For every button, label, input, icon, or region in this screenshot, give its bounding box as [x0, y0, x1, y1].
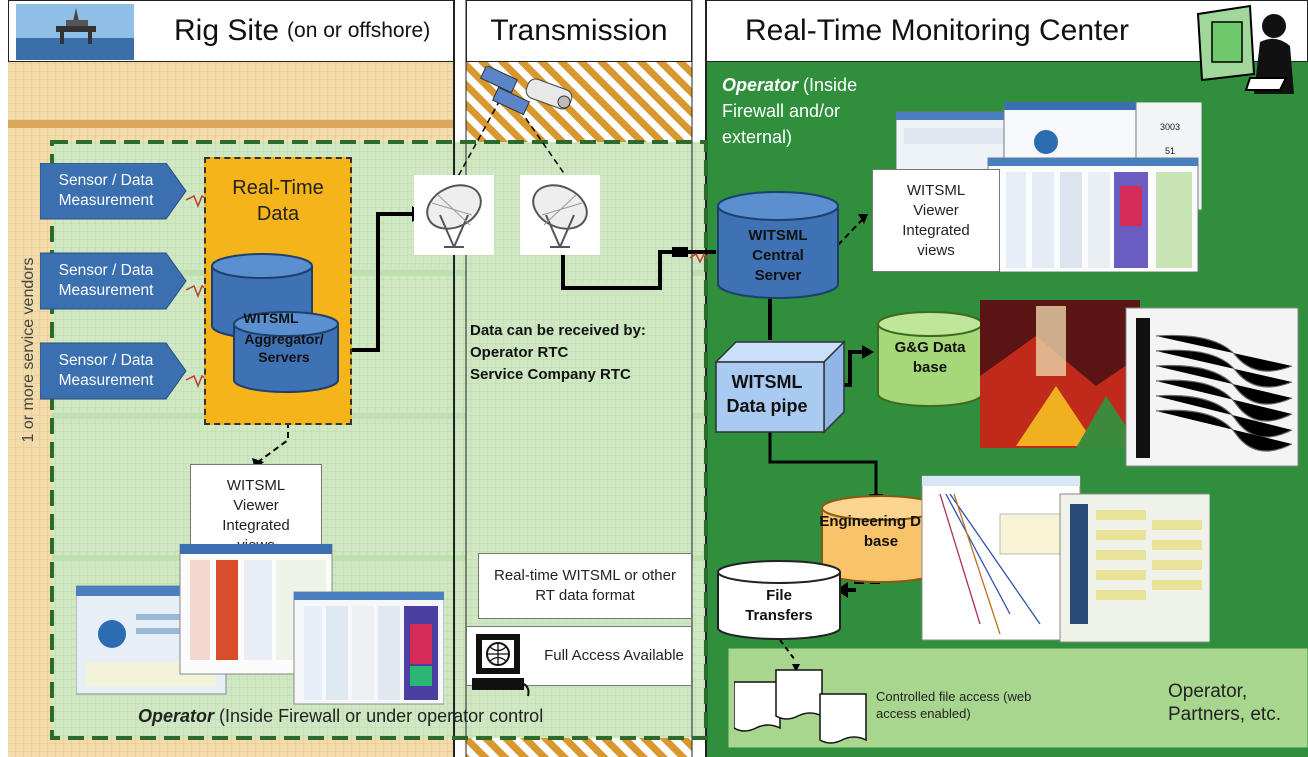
sensor-shape-3	[40, 342, 187, 400]
file-transfers-database	[717, 560, 841, 640]
data-pipe-label: WITSML Data pipe	[726, 372, 808, 416]
rig-operator-caption: Operator (Inside Firewall or under opera…	[138, 706, 543, 727]
analyst-at-computer-icon	[1190, 4, 1302, 102]
gg-database	[877, 311, 983, 407]
gg-db-label: G&G Data base	[894, 339, 966, 376]
sensor-shape-2	[40, 252, 187, 310]
rig-operator-sub: (Inside Firewall or under operator contr…	[219, 706, 544, 726]
partners-label: Operator, Partners, etc.	[1168, 681, 1281, 725]
rtc-operator-sub-3: external)	[722, 127, 793, 147]
rtc-operator-sub-2: Firewall and/or	[722, 101, 841, 121]
rig-site-title: Rig Site	[174, 14, 280, 47]
sensor-measurement-1: Sensor / Data Measurement	[42, 163, 170, 219]
receive-title: Data can be received by:	[470, 322, 646, 339]
sensor-shape-1	[40, 163, 187, 220]
central-server-label: WITSML Central Server	[748, 227, 808, 284]
sensor-label-2: Sensor / Data Measurement	[58, 262, 154, 299]
satellite-icon	[479, 66, 573, 116]
rtc-operator-sub-1: (Inside	[803, 75, 858, 95]
seismic-images	[980, 300, 1299, 467]
sensor-measurement-2: Sensor / Data Measurement	[42, 253, 170, 309]
data-pipe-box	[714, 340, 846, 434]
rtc-operator-label: Operator	[722, 75, 799, 95]
controlled-access-label: Controlled file access (web access enabl…	[876, 689, 1032, 721]
aggregator-db-bottom-label: Aggregator/ Servers	[244, 331, 324, 365]
rtc-viewer-box: WITSML Viewer Integrated views	[872, 169, 1000, 272]
rtc-operator-caption: Operator (Inside Firewall and/or externa…	[722, 72, 892, 150]
rt-format-label: Real-time WITSML or other RT data format	[494, 567, 676, 604]
rig-site-subtitle: (on or offshore)	[287, 19, 431, 42]
satellite-dish-left-icon	[414, 175, 494, 255]
realtime-data-label: Real-Time Data	[232, 177, 324, 225]
rtc-dashboard-screenshots: 3003 51 55 163	[896, 102, 1202, 272]
globe-computer-icon	[472, 632, 532, 698]
rtc-title: Real-Time Monitoring Center	[745, 14, 1130, 47]
service-vendors-label: 1 or more service vendors	[18, 200, 40, 500]
sensor-label-3: Sensor / Data Measurement	[58, 352, 154, 389]
sensor-measurement-3: Sensor / Data Measurement	[42, 343, 170, 399]
panel-number-2: 51	[1165, 146, 1175, 156]
sensor-label-1: Sensor / Data Measurement	[58, 172, 154, 209]
transmission-title: Transmission	[490, 14, 668, 47]
satellite-dish-right-icon	[520, 175, 600, 255]
receive-service-rtc: Service Company RTC	[470, 366, 631, 383]
aggregator-db-top-label: WITSML	[243, 310, 299, 326]
file-transfers-label: File Transfers	[745, 587, 813, 624]
receive-operator-rtc: Operator RTC	[470, 344, 569, 361]
full-access-label: Full Access Available	[544, 647, 684, 664]
rig-dashboard-screenshots	[76, 544, 444, 705]
aggregator-database	[211, 253, 339, 393]
rig-operator-label: Operator	[138, 706, 215, 726]
sensor-shapes	[40, 163, 187, 400]
rt-format-box: Real-time WITSML or other RT data format	[478, 553, 692, 619]
panel-number-1: 3003	[1160, 122, 1180, 132]
rtc-viewer-label: WITSML Viewer Integrated views	[902, 181, 970, 259]
engineering-db-label: Engineering Data base	[819, 513, 943, 550]
transmission-header: Transmission	[466, 0, 692, 62]
document-pages-icon	[734, 669, 867, 744]
service-vendors-text: 1 or more service vendors	[20, 257, 37, 443]
receive-info: Data can be received by: Operator RTC Se…	[470, 320, 700, 386]
oil-rig-icon	[16, 4, 134, 60]
operator-boundary	[50, 140, 708, 740]
engineering-plots	[921, 475, 1210, 643]
central-server-database	[717, 191, 839, 299]
